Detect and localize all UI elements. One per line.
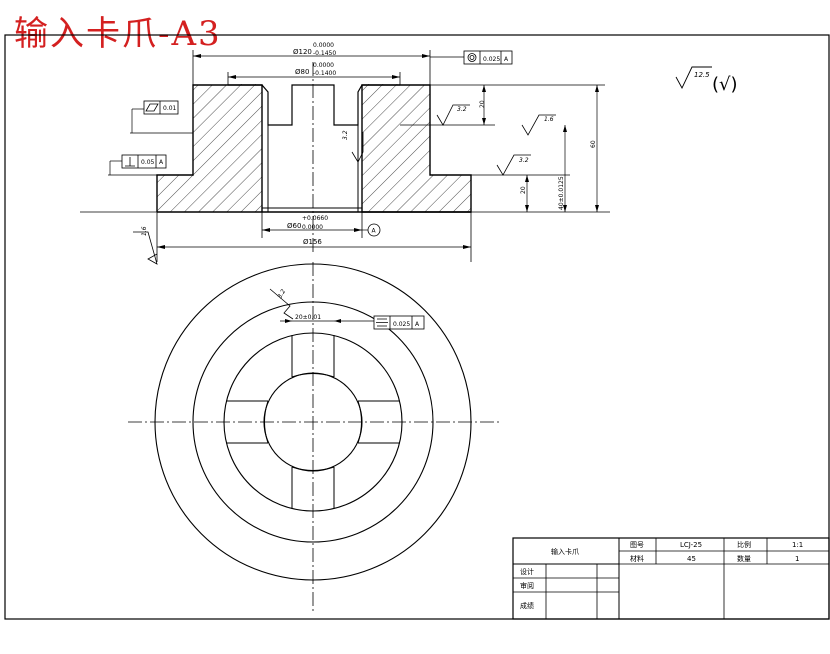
dim-total-height: 60 [590,140,597,148]
concentricity-icon [467,53,477,62]
dim-outer-dia: Ø120 [293,48,312,56]
drawing-no-label: 图号 [630,541,644,549]
datum-circle [367,223,381,237]
concentricity-datum: A [504,56,509,63]
dim-base-dia: Ø156 [303,238,322,246]
dim-outer-tol-upper: 0.0000 [313,42,334,49]
surface-finish-note: 12.5 (√) [675,66,738,95]
surface-finish-mark: (√) [712,74,738,95]
key-slots [226,335,400,509]
perpendicularity-icon [125,157,135,167]
svg-text:3.2: 3.2 [519,157,529,164]
dim-slot-dia: Ø80 [295,68,309,76]
symmetry-value: 0.025 [393,321,410,328]
dim-outer-tol-lower: -0.1450 [313,50,336,57]
dim-bore-dia: Ø60 [287,222,301,230]
svg-text:3.2: 3.2 [276,288,287,300]
dim-slot-tol-lower: -0.1400 [313,70,336,77]
roughness-symbol: 1.6 [521,114,556,136]
symmetry-datum: A [415,321,420,328]
flatness-value: 0.01 [163,105,177,112]
concentricity-icon [469,55,475,60]
svg-text:3.2: 3.2 [457,106,467,113]
drawing-no: LCJ-25 [680,541,702,549]
dim-body-height: 40±0.0125 [558,176,565,210]
dim-flange-height: 20 [520,186,527,194]
material-label: 材料 [630,554,644,563]
perpendicularity-datum: A [159,159,164,166]
scale-label: 比例 [737,540,751,549]
sheet-frame [4,34,830,620]
designer-label: 设计 [520,567,534,576]
symmetry-icon [376,318,388,327]
concentricity-frame [463,50,513,65]
perpendicularity-frame [121,154,167,169]
quantity-value: 1 [795,555,799,563]
roughness-symbol: 3.2 [496,154,531,176]
svg-text:1.6: 1.6 [544,116,554,123]
roughness-symbol: 3.2 [269,288,294,320]
surface-finish-value: 12.5 [694,71,710,79]
part-name: 输入卡爪 [551,547,579,556]
dim-bore-tol-upper: +0.0660 [302,215,328,222]
dim-bore-tol-lower: 0.0000 [302,224,323,231]
section-hatch-right [362,84,471,212]
scale-value: 1:1 [792,541,803,549]
material-value: 45 [687,555,696,563]
quantity-label: 数量 [737,554,751,563]
drawing-title: 输入卡爪-A3 [14,14,222,54]
roughness-symbol: 3.2 [342,130,364,163]
datum-label: A [372,228,377,235]
svg-text:3.2: 3.2 [342,130,349,140]
svg-text:1.6: 1.6 [141,226,148,236]
roughness-symbol: 3.2 [436,104,470,126]
section-hatch-left [157,84,262,212]
perpendicularity-value: 0.05 [141,159,155,166]
grade-label: 成绩 [520,601,534,610]
dim-key-width: 20±0.01 [295,314,321,321]
section-view: Ø120 0.0000 -0.1450 Ø80 0.0000 -0.1400 Ø… [80,42,738,265]
top-view: 20±0.01 0.025 A 3.2 [128,262,500,612]
reviewer-label: 审阅 [520,581,534,590]
roughness-symbol: 1.6 [133,226,158,265]
flatness-icon [145,103,159,112]
dim-slot-depth: 20 [479,100,486,108]
title-block: 输入卡爪 图号 LCJ-25 比例 1:1 材料 45 数量 1 设计 审阅 成… [512,537,830,620]
concentricity-value: 0.025 [483,56,500,63]
dim-slot-tol-upper: 0.0000 [313,62,334,69]
